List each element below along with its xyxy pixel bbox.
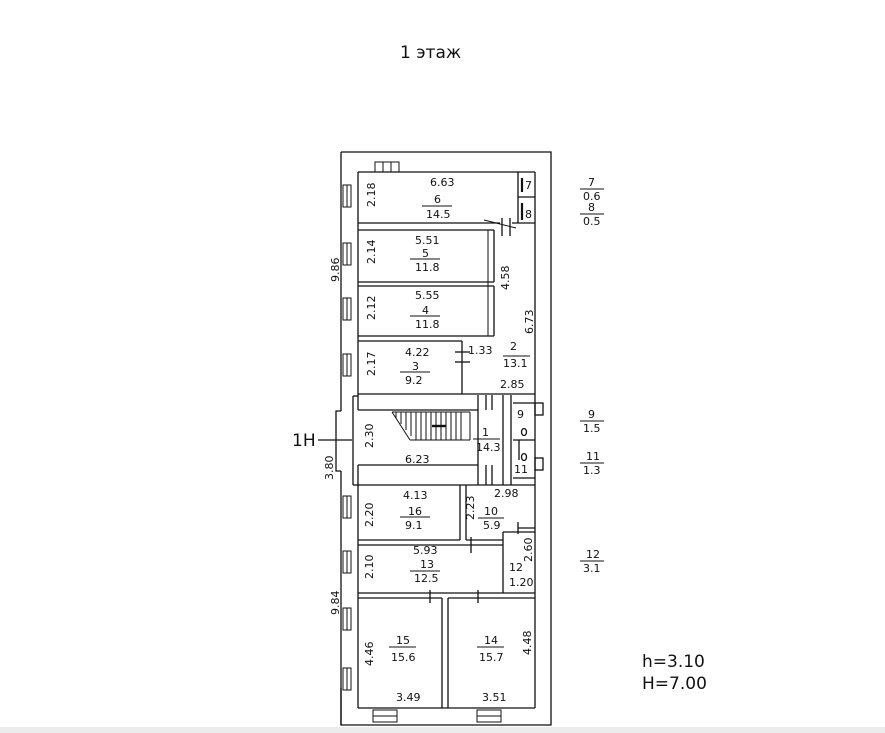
legend-11-area: 1.3 [583, 464, 601, 477]
room-5-area: 11.8 [415, 261, 440, 274]
legend-9-area: 1.5 [583, 422, 601, 435]
windows-left [342, 184, 352, 691]
room-3-area: 9.2 [405, 374, 423, 387]
corridor-num: 2 [510, 340, 517, 353]
bottom-strip [0, 727, 885, 733]
room-16-length: 4.13 [403, 489, 428, 502]
room-11-num: 11 [514, 463, 528, 476]
room-12-num: 12 [509, 561, 523, 574]
legend-fraction-bars [580, 188, 604, 562]
corridor-width: 1.33 [468, 344, 493, 357]
legend-9-num: 9 [588, 408, 595, 421]
room-13-width: 2.10 [363, 555, 376, 580]
room-1-num: 1 [482, 426, 489, 439]
room-1-length: 6.23 [405, 453, 430, 466]
room-15-length: 3.49 [396, 691, 421, 704]
room-4-num: 4 [422, 304, 429, 317]
legend-7-num: 7 [588, 176, 595, 189]
room-10-area: 5.9 [483, 519, 501, 532]
room-6-length: 6.63 [430, 176, 455, 189]
room-9-num: 9 [517, 408, 524, 421]
room-15-num: 15 [396, 634, 410, 647]
corridor-length: 6.73 [523, 310, 536, 335]
entrance-bay [335, 410, 341, 472]
room-10-num: 10 [484, 505, 498, 518]
entrance-label: 1Н [292, 431, 316, 451]
room-14-num: 14 [484, 634, 498, 647]
legend-8-num: 8 [588, 201, 595, 214]
legend-12-num: 12 [586, 548, 600, 561]
room-6-area: 14.5 [426, 208, 451, 221]
room-14-area: 15.7 [479, 651, 504, 664]
room-4-area: 11.8 [415, 318, 440, 331]
outer-dim-left-mid: 3.80 [323, 456, 336, 481]
corridor-area: 13.1 [503, 357, 528, 370]
toilet-9-icon [534, 402, 544, 416]
room-13-area: 12.5 [414, 572, 439, 585]
stair-symbol [391, 411, 471, 441]
windows-top-bottom [372, 161, 502, 723]
room-16-area: 9.1 [405, 519, 423, 532]
room-3-num: 3 [412, 360, 419, 373]
room-12-width: 1.20 [509, 576, 534, 589]
room-7-num: 7 [525, 179, 532, 192]
room-10-width: 2.23 [464, 496, 477, 521]
legend-11-num: 11 [586, 450, 600, 463]
room-15-width: 4.46 [363, 642, 376, 667]
room-14-width: 4.48 [521, 631, 534, 656]
room-10-length: 2.98 [494, 487, 519, 500]
legend-7-area: 0.6 [583, 190, 601, 203]
room-12-length: 2.60 [522, 538, 535, 563]
room-16-num: 16 [408, 505, 422, 518]
room-13-length: 5.93 [413, 544, 438, 557]
room-16-width: 2.20 [363, 503, 376, 528]
outer-dim-left-top: 9.86 [329, 258, 342, 283]
corridor-seg-b: 2.85 [500, 378, 525, 391]
room-5-width: 2.14 [365, 240, 378, 265]
room-4-length: 5.55 [415, 289, 440, 302]
room-6-width: 2.18 [365, 183, 378, 208]
room-6-num: 6 [434, 193, 441, 206]
outer-dim-left-bottom: 9.84 [329, 591, 342, 616]
room-4-width: 2.12 [365, 296, 378, 321]
corridor-seg-a: 4.58 [499, 266, 512, 291]
room-13-num: 13 [420, 558, 434, 571]
room-1-area: 14.3 [476, 441, 501, 454]
room-5-length: 5.51 [415, 234, 440, 247]
legend-12-area: 3.1 [583, 562, 601, 575]
legend-8-area: 0.5 [583, 215, 601, 228]
room-3-length: 4.22 [405, 346, 430, 359]
room-14-length: 3.51 [482, 691, 507, 704]
room-8-num: 8 [525, 208, 532, 221]
page-title: 1 этаж [400, 43, 461, 63]
room-15-area: 15.6 [391, 651, 416, 664]
room-1-outline [358, 409, 479, 466]
room-5-num: 5 [422, 247, 429, 260]
height-H: H=7.00 [642, 674, 707, 694]
room-3-width: 2.17 [365, 352, 378, 377]
room-1-width: 2.30 [363, 424, 376, 449]
height-h: h=3.10 [642, 652, 705, 672]
area-legend: 7 0.6 8 0.5 9 1.5 11 1.3 12 3.1 [583, 176, 601, 575]
toilet-11-icon [534, 457, 544, 471]
